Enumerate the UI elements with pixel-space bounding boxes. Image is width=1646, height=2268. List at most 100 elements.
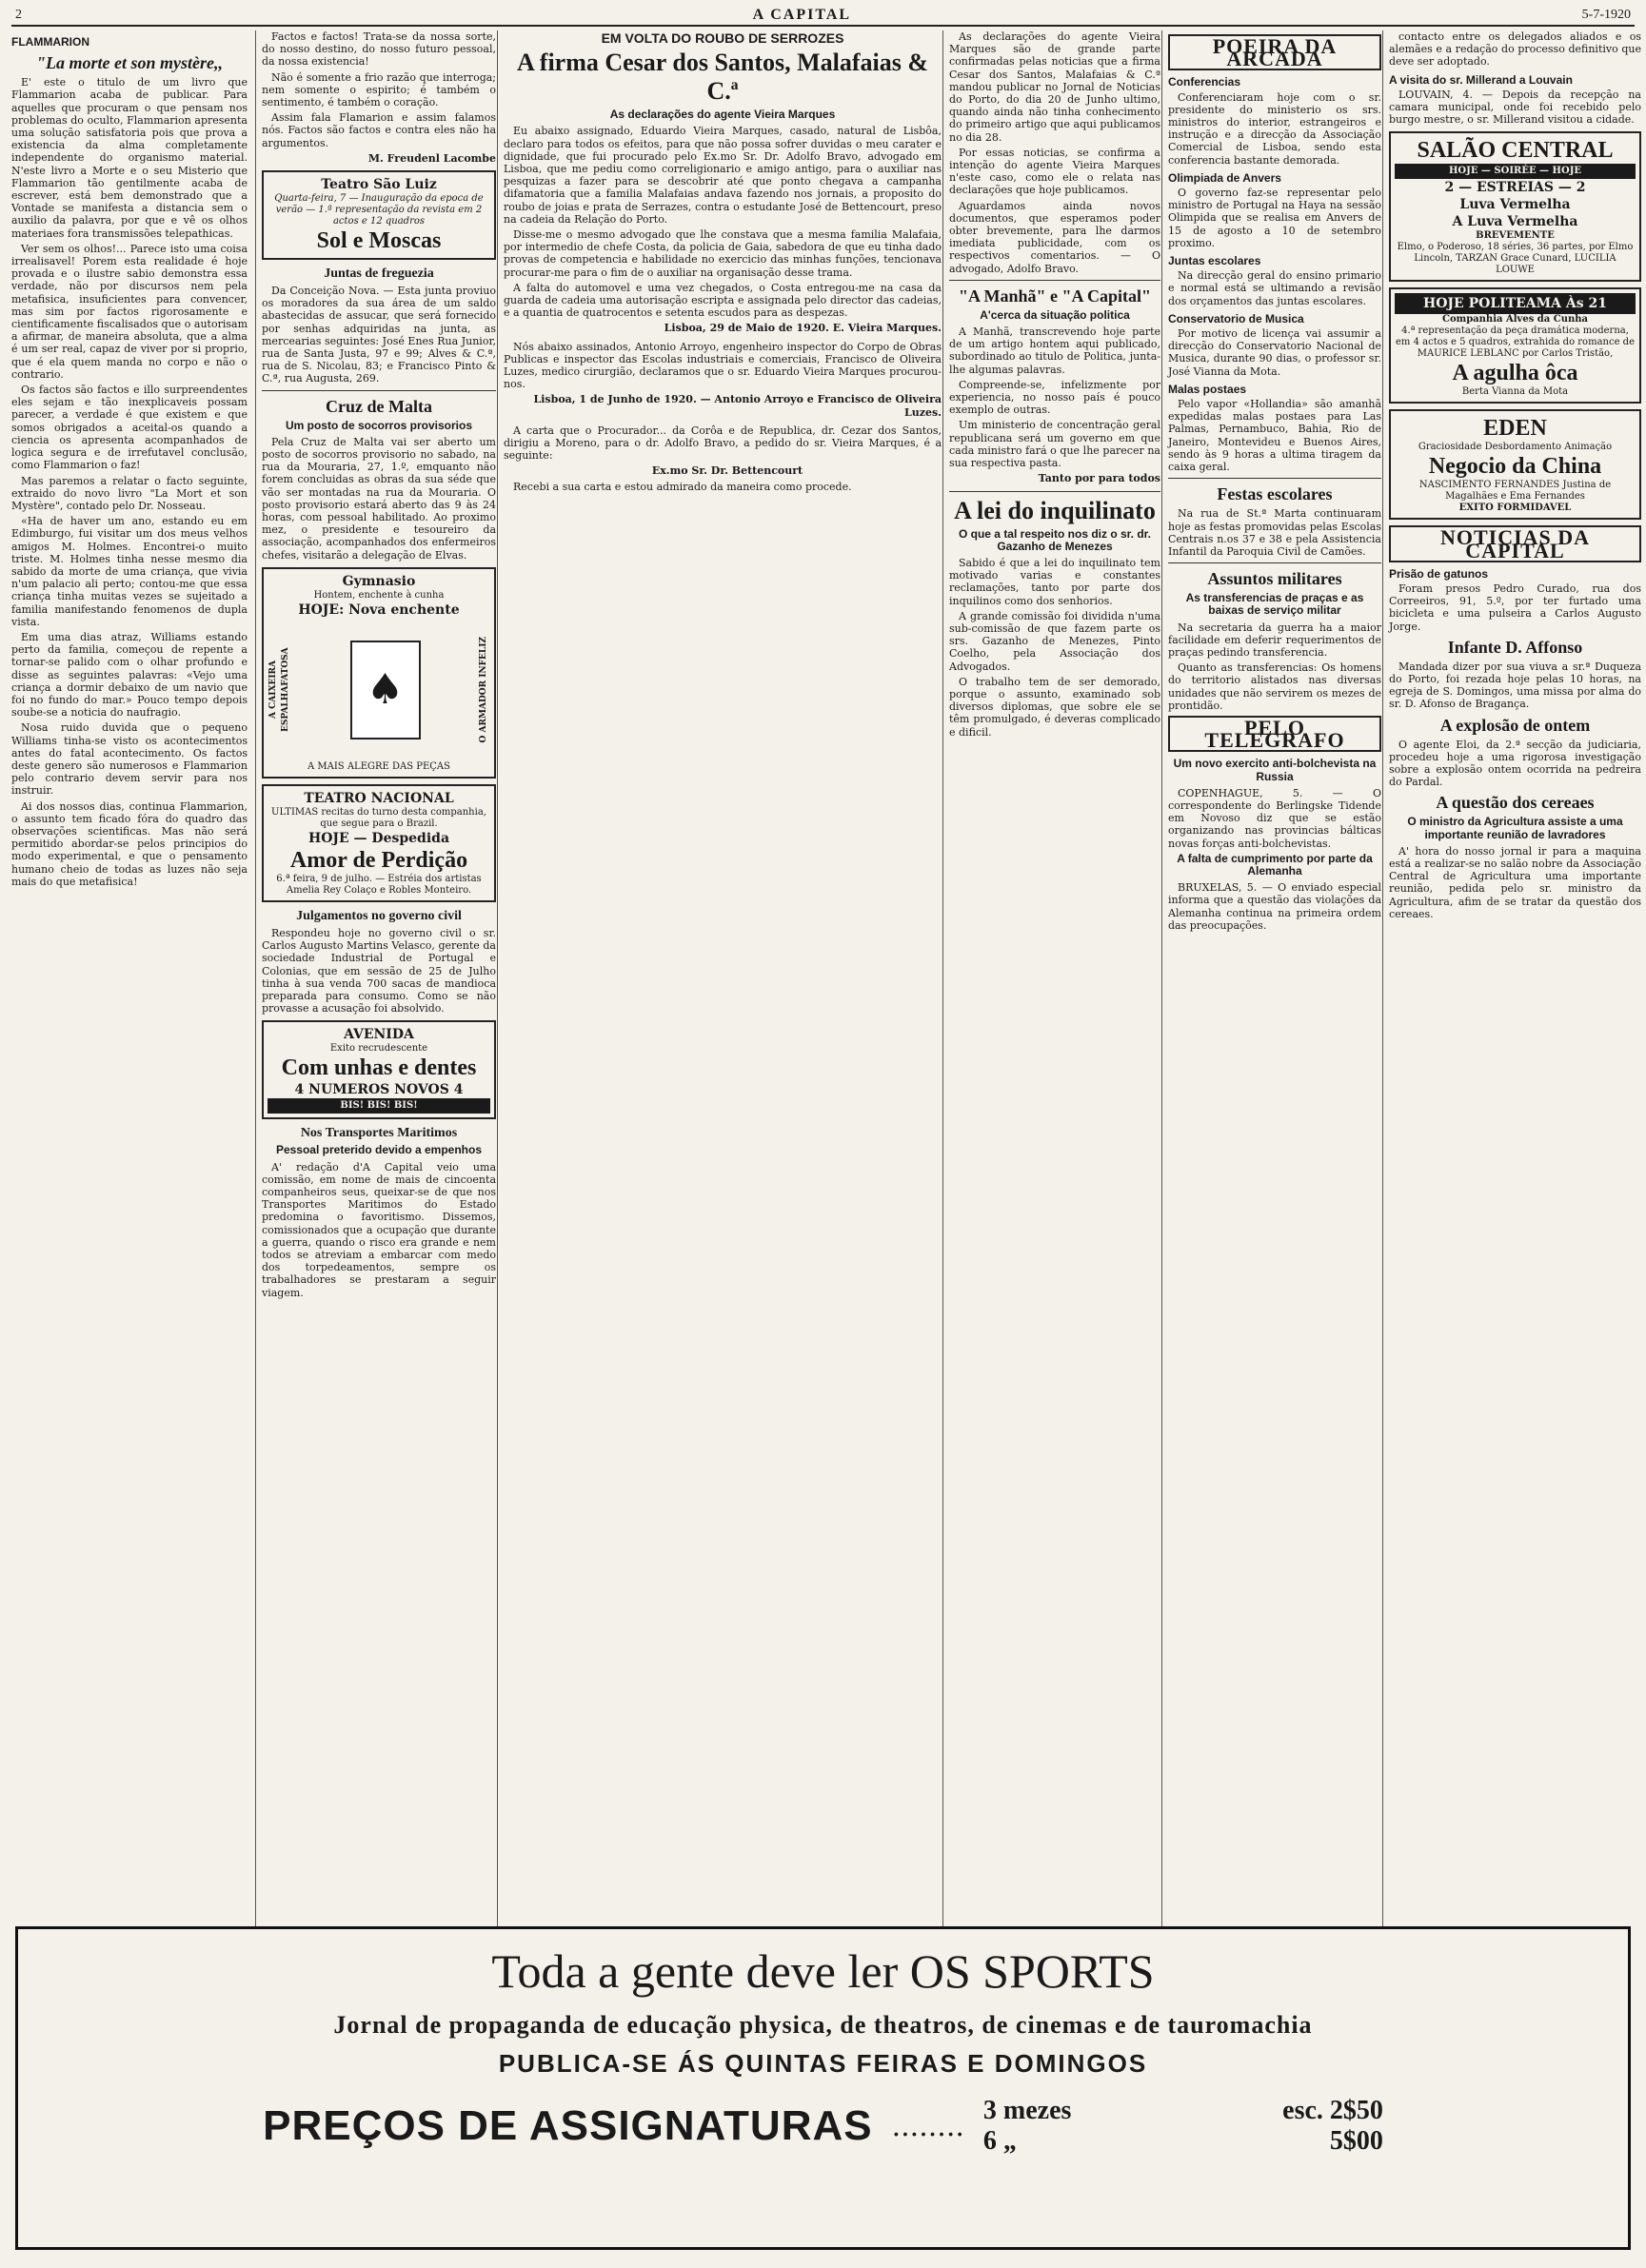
article-headline: A firma Cesar dos Santos, Malafaias & C.… — [516, 49, 929, 106]
section-logo: NOTICIAS DA CAPITAL — [1389, 525, 1641, 562]
ad-footer: A MAIS ALEGRE DAS PEÇAS — [307, 760, 451, 772]
article-paragraph: Eu abaixo assignado, Eduardo Vieira Marq… — [504, 125, 942, 226]
divider — [949, 490, 1160, 492]
ad-text: 6.ª feira, 9 de julho. — Estréia dos art… — [276, 873, 482, 896]
article-paragraph: A' hora do nosso jornal ir para a maquin… — [1389, 844, 1641, 920]
ad-text: NASCIMENTO FERNANDES Justina de Magalhãe… — [1418, 480, 1612, 503]
leader-dots: ........ — [891, 2109, 964, 2143]
ad-text: Exito recrudescente — [329, 1043, 428, 1055]
article-paragraph: Compreende-se, infelizmente por experien… — [949, 378, 1160, 417]
article-paragraph: O governo faz-se representar pelo minist… — [1168, 187, 1381, 249]
article-headline: A lei do inquilinato — [954, 496, 1156, 524]
theatre-ad-gymnasio: Gymnasio Hontem, enchente à cunha HOJE: … — [262, 566, 496, 779]
theatre-ad-nacional: TEATRO NACIONAL ULTIMAS recitas do turno… — [262, 783, 496, 902]
article-paragraph: As declarações do agente Vieira Marques … — [949, 30, 1160, 144]
ad-text: 4 NUMEROS NOVOS 4 — [294, 1082, 464, 1098]
ad-schedule: PUBLICA-SE ÁS QUINTAS FEIRAS E DOMINGOS — [498, 2049, 1148, 2078]
article-paragraph: A' redação d'A Capital veio uma comissão… — [262, 1160, 496, 1299]
ad-show: A Luva Vermelha — [1452, 214, 1578, 230]
page-number: 2 — [15, 8, 22, 22]
article-paragraph: Os factos são factos e illo surpreendent… — [11, 384, 248, 472]
article-paragraph: Nosa ruido duvida que o pequeno Williams… — [11, 721, 248, 798]
article-headline: Cruz de Malta — [326, 396, 432, 416]
ad-text: Elmo, o Poderoso, 18 séries, 36 partes, … — [1397, 242, 1634, 276]
ad-text: Quarta-feira, 7 — Inauguração da epoca d… — [274, 193, 484, 227]
price-value: 5$00 — [1329, 2126, 1383, 2156]
divider — [262, 389, 496, 391]
divider — [949, 279, 1160, 281]
article-subheadline: Pessoal preterido devido a empenhos — [275, 1143, 483, 1157]
article-paragraph: Conferenciaram hoje com o sr. presidente… — [1168, 90, 1381, 167]
article-subheadline: O ministro da Agricultura assiste a uma … — [1407, 815, 1623, 841]
ad-prices: PREÇOS DE ASSIGNATURAS ........ 3 mezes … — [37, 2096, 1609, 2157]
article-paragraph: Não é somente a frio razão que interroga… — [262, 70, 496, 109]
ad-show: Com unhas e dentes — [281, 1055, 477, 1081]
article-paragraph: Disse-me o mesmo advogado que lhe consta… — [504, 228, 942, 279]
article-headline: Juntas de freguezia — [324, 266, 434, 282]
article-subheadline: As transferencias de praças e as baixas … — [1185, 591, 1364, 618]
article-paragraph: O trabalho tem de ser demorado, porque o… — [949, 675, 1160, 739]
column-1: FLAMMARION "La morte et son mystère,, E'… — [11, 30, 253, 1926]
ad-text: ULTIMAS recitas do turno desta companhia… — [271, 806, 486, 829]
section-label: Prisão de gatunos — [1389, 566, 1489, 581]
ad-side-text: O ARMADOR INFELIZ — [478, 637, 488, 743]
article-paragraph: Ai dos nossos dias, continua Flammarion,… — [11, 799, 248, 888]
theatre-ad-eden: EDEN Graciosidade Desbordamento Animação… — [1389, 409, 1641, 521]
section-label: A visita do sr. Millerand a Louvain — [1389, 72, 1573, 87]
article-paragraph: Quanto as transferencias: Os homens do t… — [1168, 661, 1381, 712]
ad-footer: EXITO FORMIDAVEL — [1458, 503, 1572, 514]
divider — [1168, 562, 1381, 564]
article-paragraph: E' este o titulo de um livro que Flammar… — [11, 76, 248, 240]
section-label: Conferencias — [1168, 75, 1241, 89]
article-headline: Assuntos militares — [1207, 569, 1342, 589]
ad-title: TEATRO NACIONAL — [304, 790, 454, 806]
article-paragraph: Pela Cruz de Malta vai ser aberto um pos… — [262, 435, 496, 562]
article-paragraph: A Manhã, transcrevendo hoje parte de um … — [949, 325, 1160, 376]
article-subheadline: As declarações do agente Vieira Marques — [609, 108, 836, 122]
article-subheadline: A'cerca da situação politica — [980, 307, 1130, 322]
article-headline: "A Manhã" e "A Capital" — [959, 286, 1151, 306]
spade-card-icon: ♠ — [349, 640, 421, 740]
price-period: 6 „ — [982, 2126, 1017, 2156]
article-tail: Tanto por para todos — [1038, 472, 1160, 485]
article-paragraph: COPENHAGUE, 5. — O correspondente do Ber… — [1168, 786, 1381, 850]
ad-show: A agulha ôca — [1452, 361, 1578, 386]
article-paragraph: Mas paremos a relatar o facto seguinte, … — [11, 474, 248, 512]
ad-title: AVENIDA — [344, 1027, 414, 1043]
ad-title: EDEN — [1483, 416, 1547, 442]
issue-date: 5-7-1920 — [1581, 8, 1631, 22]
masthead: 2 A CAPITAL 5-7-1920 — [11, 6, 1635, 27]
article-subheadline: Um novo exercito anti-bolchevista na Rus… — [1173, 757, 1377, 783]
column-3: EM VOLTA DO ROUBO DE SERROZES A firma Ce… — [497, 30, 947, 1926]
article-paragraph: Por essas noticias, se confirma a intenç… — [949, 146, 1160, 197]
article-kicker: EM VOLTA DO ROUBO DE SERROZES — [601, 30, 844, 46]
article-paragraph: Factos e factos! Trata-se da nossa sorte… — [262, 30, 496, 69]
ad-show: Amor de Perdição — [289, 847, 468, 873]
ad-headline: Toda a gente deve ler OS SPORTS — [491, 1944, 1155, 1998]
article-paragraph: Aguardamos ainda novos documentos, que e… — [949, 199, 1160, 275]
section-label: FLAMMARION — [11, 35, 89, 49]
ad-side-text: A CAIXEIRA ESPALHAFATOSA — [268, 647, 291, 733]
newspaper-title: A CAPITAL — [752, 7, 852, 23]
cinema-ad-salao-central: SALÃO CENTRAL HOJE — SOIRÉE — HOJE 2 — E… — [1389, 131, 1641, 283]
price-row: 6 „ 5$00 — [983, 2126, 1383, 2157]
columns: FLAMMARION "La morte et son mystère,, E'… — [11, 30, 1641, 1926]
column-5: POEIRA DA ARCADA Conferencias Conferenci… — [1161, 30, 1387, 1926]
article-paragraph: contacto entre os delegados aliados e os… — [1389, 30, 1641, 69]
article-paragraph: Da Conceição Nova. — Esta junta proviuo … — [262, 285, 496, 385]
article-paragraph: Na rua de St.ª Marta continuaram hoje as… — [1168, 507, 1381, 558]
column-6: contacto entre os delegados aliados e os… — [1382, 30, 1641, 1926]
ad-title: HOJE POLITEAMA Às 21 — [1395, 293, 1636, 315]
ad-title: Gymnasio — [342, 573, 416, 589]
article-paragraph: Na secretaria da guerra ha a maior facil… — [1168, 621, 1381, 659]
ad-show: Negocio da China — [1428, 454, 1602, 480]
section-label: Olimpiada de Anvers — [1168, 170, 1281, 185]
theatre-ad-politeama: HOJE POLITEAMA Às 21 Companhia Alves da … — [1389, 287, 1641, 404]
article-headline: Infante D. Affonso — [1447, 637, 1583, 657]
article-subheadline: A falta de cumprimento por parte da Alem… — [1177, 851, 1373, 878]
article-headline: A explosão de ontem — [1439, 715, 1591, 735]
article-paragraph: Foram presos Pedro Curado, rua dos Corre… — [1389, 582, 1641, 633]
ad-text: HOJE: Nova enchente — [298, 602, 460, 618]
section-logo: PELO TELEGRAFO — [1168, 715, 1381, 753]
article-headline: Nos Transportes Maritimos — [300, 1126, 458, 1141]
